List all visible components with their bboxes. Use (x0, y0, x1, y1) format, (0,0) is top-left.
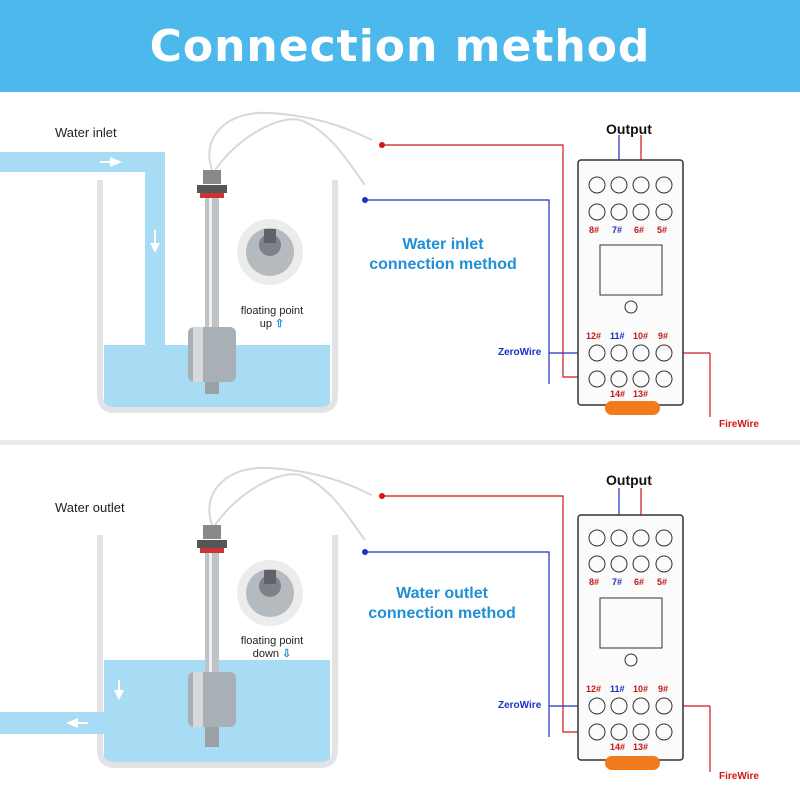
fire-wire-label: FireWire (719, 771, 759, 782)
float-caption: floating point down ⇩ (227, 635, 317, 661)
zero-wire-label: ZeroWire (498, 700, 542, 711)
method-line-2: connection method (369, 256, 517, 273)
output-label: Output (606, 472, 652, 488)
side-label: Water inlet (55, 125, 117, 140)
inlet-diagram (0, 111, 711, 417)
float-caption-text: floating point (240, 635, 304, 647)
arrow-down-icon: ⇩ (282, 648, 292, 660)
float-closeup-icon (237, 219, 303, 285)
outlet-diagram (0, 466, 711, 772)
pin-6: 6# (634, 225, 645, 235)
output-label: Output (606, 121, 652, 137)
pin-10: 10# (633, 684, 649, 694)
section-divider (0, 440, 800, 445)
side-label: Water outlet (55, 500, 125, 515)
pin-13: 13# (633, 742, 649, 752)
float-switch (188, 111, 373, 394)
relay-base (577, 159, 684, 415)
float-direction: down (252, 648, 279, 660)
pin-6: 6# (634, 577, 645, 587)
fire-wire-label: FireWire (719, 419, 759, 430)
pin-10: 10# (633, 331, 649, 341)
pin-13: 13# (633, 389, 649, 399)
pin-8: 8# (589, 225, 600, 235)
pin-12: 12# (586, 684, 602, 694)
pin-9: 9# (658, 331, 669, 341)
pin-14: 14# (610, 742, 626, 752)
float-direction: up (259, 318, 272, 330)
inlet-pipe (0, 152, 165, 352)
method-line-1: Water outlet (396, 585, 488, 602)
float-caption: floating point up ⇧ (227, 305, 317, 331)
pin-7: 7# (612, 577, 623, 587)
outlet-panel: Water outlet Water outlet connection met… (0, 450, 800, 795)
pin-14: 14# (610, 389, 626, 399)
float-closeup-icon (237, 560, 303, 626)
pin-9: 9# (658, 684, 669, 694)
pin-11: 11# (610, 331, 625, 341)
method-line-1: Water inlet (402, 236, 484, 253)
zero-wire-label: ZeroWire (498, 347, 542, 358)
page-title: Connection method (149, 20, 651, 72)
method-line-2: connection method (368, 605, 516, 622)
pin-12: 12# (586, 331, 602, 341)
method-title: Water outlet connection method (352, 584, 532, 624)
pin-5: 5# (657, 577, 668, 587)
method-title: Water inlet connection method (358, 235, 528, 275)
pin-8: 8# (589, 577, 600, 587)
pin-5: 5# (657, 225, 668, 235)
relay-base (577, 514, 684, 770)
inlet-panel: Water inlet Water inlet connection metho… (0, 95, 800, 440)
arrow-up-icon: ⇧ (275, 318, 285, 330)
float-caption-text: floating point (240, 305, 304, 317)
title-banner: Connection method (0, 0, 800, 92)
float-switch (188, 466, 373, 747)
pin-7: 7# (612, 225, 623, 235)
pin-11: 11# (610, 684, 625, 694)
